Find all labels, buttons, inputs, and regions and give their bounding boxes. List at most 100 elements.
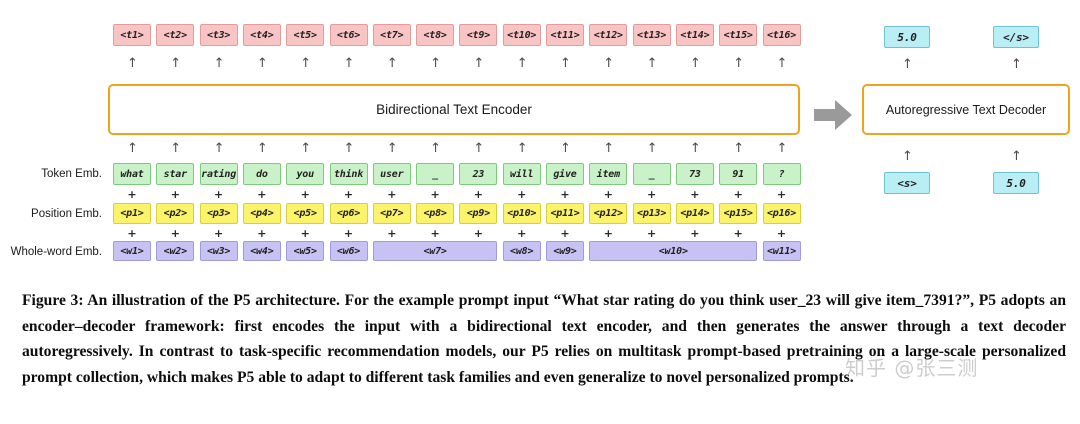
up-arrow-icon: ↑ [300,141,312,156]
up-arrow-icon: ↑ [689,141,701,156]
plus-sign: + [430,188,440,201]
up-arrow-icon: ↑ [560,56,571,71]
position-emb-box: <p11> [546,203,584,224]
plus-sign: + [213,227,224,240]
decoder-label: Autoregressive Text Decoder [885,102,1047,117]
position-emb-box: <p15> [719,203,758,224]
output-token-box: <t1> [113,24,151,46]
position-emb-box: <p4> [242,203,281,224]
output-token-box: <t14> [675,24,714,46]
plus-sign: + [646,227,657,240]
output-token-box: <t3> [199,24,238,46]
plus-sign: + [387,188,397,201]
up-arrow-icon: ↑ [646,56,658,71]
position-emb-box: <p2> [156,203,195,224]
plus-sign: + [343,227,354,240]
plus-sign: + [603,227,613,240]
up-arrow-icon: ↑ [902,57,913,72]
wholeword-emb-box: <w10> [589,241,758,261]
bidirectional-text-encoder-box: Bidirectional Text Encoder [108,84,800,135]
plus-sign: + [257,188,267,201]
wholeword-emb-box: <w5> [286,241,325,261]
token-emb-box: _ [632,163,671,185]
token-emb-box: _ [416,163,455,185]
position-emb-box: <p6> [329,203,368,224]
output-token-box: <t2> [156,24,195,46]
output-token-box: <t6> [329,24,368,46]
autoregressive-text-decoder-box: Autoregressive Text Decoder [862,84,1070,135]
plus-sign: + [646,188,657,201]
up-arrow-icon: ↑ [516,56,528,71]
decoder-output-box: 5.0 [884,26,930,48]
decoder-input-box: 5.0 [993,172,1039,194]
position-emb-box: <p9> [459,203,498,224]
wholeword-emb-box: <w1> [113,241,151,261]
up-arrow-icon: ↑ [646,141,658,156]
output-token-box: <t15> [719,24,758,46]
plus-sign: + [387,227,397,240]
up-arrow-icon: ↑ [300,56,312,71]
output-token-box: <t8> [416,24,455,46]
up-arrow-icon: ↑ [386,141,398,156]
p5-architecture-figure: Bidirectional Text Encoder Autoregressiv… [11,24,1070,261]
up-arrow-icon: ↑ [343,56,355,71]
position-emb-box: <p16> [762,203,801,224]
up-arrow-icon: ↑ [386,56,398,71]
position-emb-box: <p1> [113,203,151,224]
token-emb-box: 73 [675,163,714,185]
plus-sign: + [257,227,267,240]
plus-sign: + [300,188,310,201]
wholeword-emb-box: <w2> [156,241,195,261]
up-arrow-icon: ↑ [516,141,528,156]
wholeword-emb-box: <w11> [762,241,801,261]
token-emb-box: give [546,163,584,185]
up-arrow-icon: ↑ [776,141,788,156]
up-arrow-icon: ↑ [170,141,182,156]
wholeword-emb-box: <w4> [242,241,281,261]
token-emb-row-label: Token Emb. [41,168,102,180]
up-arrow-icon: ↑ [256,56,268,71]
token-emb-box: user [372,163,411,185]
position-emb-box: <p7> [372,203,411,224]
up-arrow-icon: ↑ [733,141,745,156]
position-emb-box: <p14> [675,203,714,224]
up-arrow-icon: ↑ [473,56,485,71]
encoder-to-decoder-arrow [812,98,854,132]
up-arrow-icon: ↑ [689,56,701,71]
plus-sign: + [517,227,527,240]
token-emb-box: star [156,163,195,185]
token-emb-box: will [502,163,541,185]
position-emb-box: <p10> [502,203,541,224]
output-token-box: <t16> [762,24,801,46]
up-arrow-icon: ↑ [127,56,138,71]
up-arrow-icon: ↑ [1011,149,1022,164]
decoder-input-box: <s> [884,172,930,194]
output-token-box: <t4> [242,24,281,46]
wholeword-emb-box: <w8> [502,241,541,261]
up-arrow-icon: ↑ [733,56,745,71]
plus-sign: + [776,227,787,240]
plus-sign: + [560,227,570,240]
token-emb-box: what [113,163,151,185]
up-arrow-icon: ↑ [1011,57,1022,72]
up-arrow-icon: ↑ [213,141,225,156]
plus-sign: + [690,227,700,240]
up-arrow-icon: ↑ [256,141,268,156]
wholeword-emb-box: <w9> [546,241,584,261]
plus-sign: + [127,188,137,201]
output-token-box: <t12> [589,24,628,46]
position-emb-box: <p8> [416,203,455,224]
plus-sign: + [776,188,787,201]
output-token-box: <t5> [286,24,325,46]
up-arrow-icon: ↑ [603,56,615,71]
position-emb-box: <p5> [286,203,325,224]
plus-sign: + [733,227,743,240]
up-arrow-icon: ↑ [902,149,913,164]
plus-sign: + [733,188,743,201]
up-arrow-icon: ↑ [343,141,355,156]
token-emb-box: think [329,163,368,185]
plus-sign: + [517,188,527,201]
plus-sign: + [473,188,483,201]
up-arrow-icon: ↑ [213,56,225,71]
decoder-output-box: </s> [993,26,1039,48]
